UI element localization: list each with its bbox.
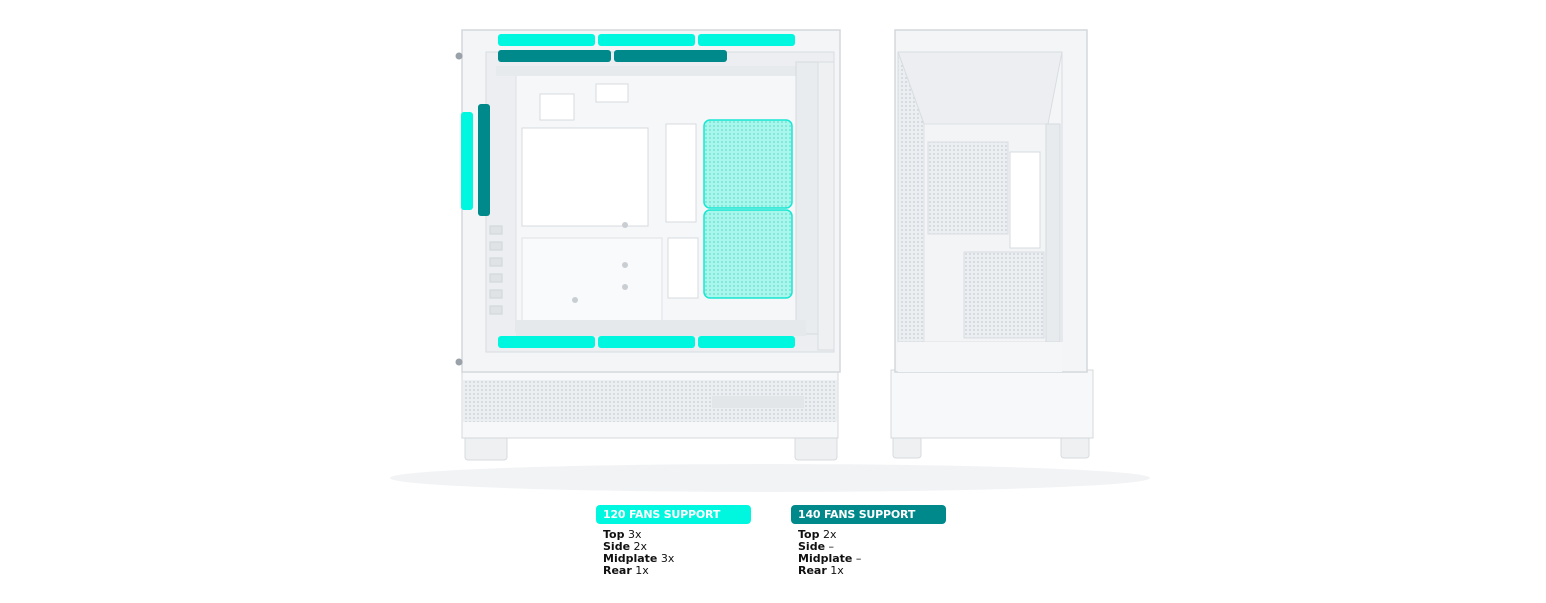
pc-case-illustration <box>390 29 1150 492</box>
list-item: Midplate – <box>798 552 862 565</box>
floor-shadow <box>390 464 1150 492</box>
legend-list-140: Top 2x Side – Midplate – Rear 1x <box>791 529 946 577</box>
screw-icon <box>455 358 463 366</box>
legend-title-120: 120 FANS SUPPORT <box>596 505 751 524</box>
screw-icon <box>455 52 463 60</box>
case-front-view <box>890 29 1094 459</box>
list-item: Side – <box>798 540 835 553</box>
legend-title-140: 140 FANS SUPPORT <box>791 505 946 524</box>
rear-fan-highlights <box>461 104 490 216</box>
list-item: Rear 1x <box>603 564 649 577</box>
midplate-fan-highlight <box>703 119 793 299</box>
top-fan-highlights <box>498 34 795 62</box>
legend-140-fans: 140 FANS SUPPORT Top 2x Side – Midplate … <box>791 505 946 577</box>
list-item: Midplate 3x <box>603 552 675 565</box>
list-item: Top 2x <box>798 528 837 541</box>
list-item: Side 2x <box>603 540 648 553</box>
list-item: Rear 1x <box>798 564 844 577</box>
list-item: Top 3x <box>603 528 642 541</box>
legend-list-120: Top 3x Side 2x Midplate 3x Rear 1x <box>596 529 751 577</box>
legend-120-fans: 120 FANS SUPPORT Top 3x Side 2x Midplate… <box>596 505 751 577</box>
bottom-fan-highlights <box>498 336 795 348</box>
